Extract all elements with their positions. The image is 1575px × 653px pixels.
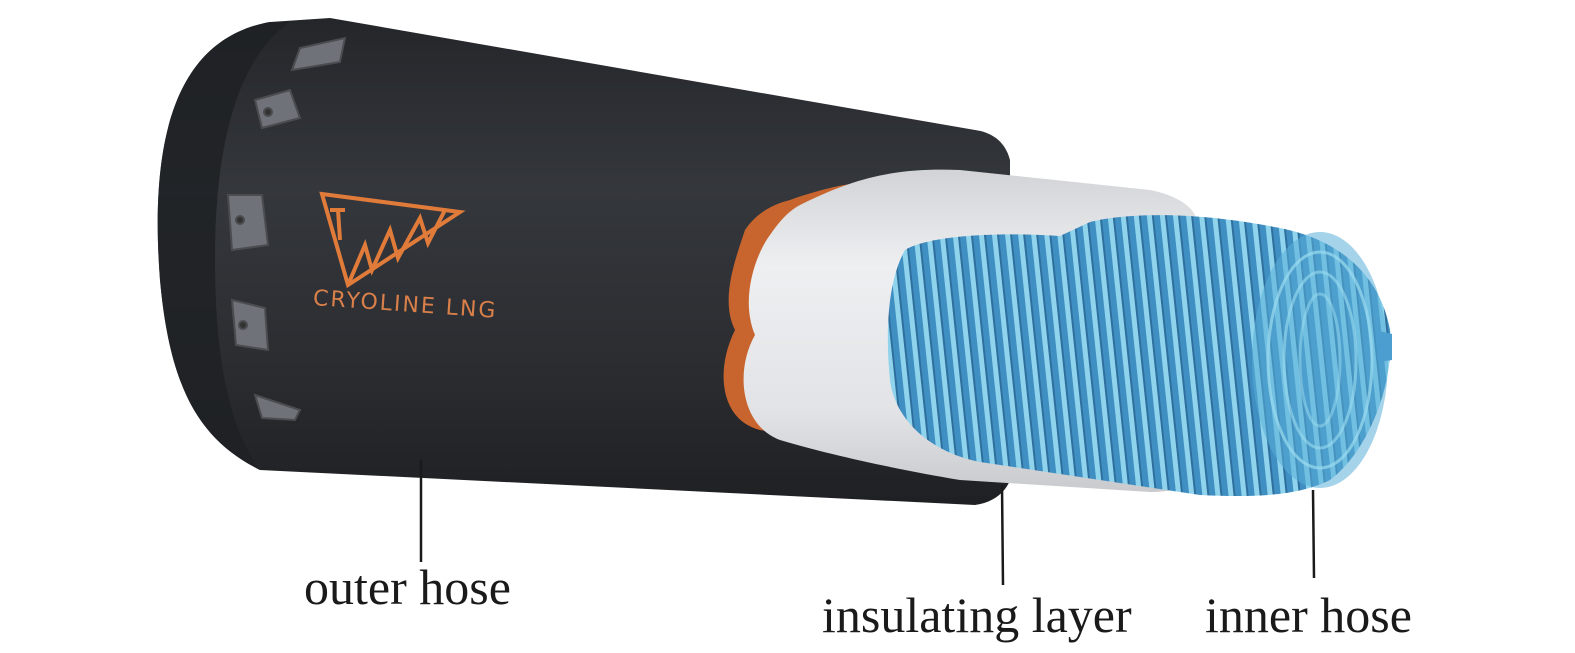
inner-hose [887, 215, 1392, 497]
label-outer-hose: outer hose [304, 559, 511, 615]
leader-inner-hose [1311, 489, 1316, 579]
label-inner-hose: inner hose [1205, 587, 1412, 643]
leader-insulating-layer [1000, 484, 1005, 586]
triangle-wave-logo-icon [319, 191, 466, 289]
label-insulating-layer: insulating layer [822, 587, 1132, 643]
fitting-clips [226, 36, 347, 422]
leader-lines [419, 460, 1316, 586]
